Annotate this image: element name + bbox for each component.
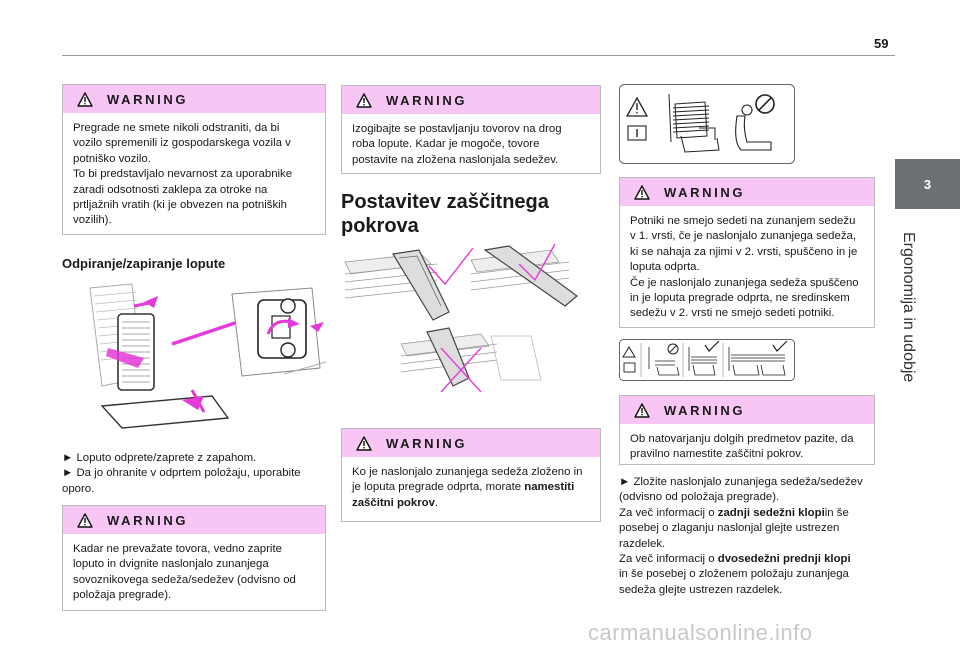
warning-box-passengers: WARNING Potniki ne smejo sedeti na zunan…: [619, 177, 875, 328]
warning-text: Ko je naslonjalo zunanjega sedeža zložen…: [352, 466, 583, 509]
warning-triangle-icon: [356, 435, 372, 451]
link-front-bench[interactable]: dvosedežni prednji klopi: [717, 553, 851, 566]
hatch-steps: ► Loputo odprete/zaprete z zapahom. ► Da…: [62, 452, 301, 495]
warning-text: Kadar ne prevažate tovora, vedno zaprite…: [73, 543, 296, 602]
top-rule: [62, 55, 895, 56]
warning-label: WARNING: [386, 92, 468, 108]
warning-triangle-icon: [634, 402, 650, 418]
warning-label: WARNING: [664, 184, 746, 200]
illustration-no-passenger: [619, 84, 795, 164]
illustration-hatch-latch: [62, 278, 326, 438]
warning-header: WARNING: [342, 429, 600, 457]
warning-triangle-icon: [77, 512, 93, 528]
warning-text: Ob natovarjanju dolgih predmetov pazite,…: [630, 433, 854, 461]
warning-box-partition: WARNING Pregrade ne smete nikoli odstran…: [62, 84, 326, 235]
warning-label: WARNING: [664, 402, 746, 418]
warning-header: WARNING: [620, 396, 874, 424]
section-heading-hatch: Odpiranje/zapiranje lopute: [62, 256, 226, 271]
warning-label: WARNING: [107, 91, 189, 107]
warning-header: WARNING: [342, 86, 600, 114]
fold-backrest-instructions: ► Zložite naslonjalo zunanjega sedeža/se…: [619, 476, 863, 596]
warning-header: WARNING: [620, 178, 874, 206]
warning-triangle-icon: [634, 184, 650, 200]
warning-header: WARNING: [63, 85, 325, 113]
warning-text: Izogibajte se postavljanju tovorov na dr…: [352, 123, 562, 166]
warning-triangle-icon: [77, 91, 93, 107]
warning-label: WARNING: [386, 435, 468, 451]
page-number: 59: [874, 36, 889, 51]
warning-box-long-objects: WARNING Ob natovarjanju dolgih predmetov…: [619, 395, 875, 465]
warning-label: WARNING: [107, 512, 189, 528]
illustration-cover-positions: [341, 240, 601, 400]
chapter-title: Ergonomija in udobje: [900, 232, 917, 383]
warning-text: Potniki ne smejo sedeti na zunanjem sede…: [630, 215, 859, 320]
section-title-cover: Postavitev zaščitnega pokrova: [341, 191, 549, 237]
warning-text: Pregrade ne smete nikoli odstraniti, da …: [73, 122, 293, 227]
watermark: carmanualsonline.info: [588, 620, 813, 645]
chapter-tab[interactable]: 3: [895, 159, 960, 209]
warning-triangle-icon: [356, 92, 372, 108]
warning-box-hatch-close: WARNING Kadar ne prevažate tovora, vedno…: [62, 505, 326, 611]
link-rear-bench[interactable]: zadnji sedežni klopi: [717, 506, 825, 519]
warning-header: WARNING: [63, 506, 325, 534]
warning-box-cover-required: WARNING Ko je naslonjalo zunanjega sedež…: [341, 428, 601, 522]
illustration-long-objects: [619, 339, 795, 381]
warning-box-load-edge: WARNING Izogibajte se postavljanju tovor…: [341, 85, 601, 174]
